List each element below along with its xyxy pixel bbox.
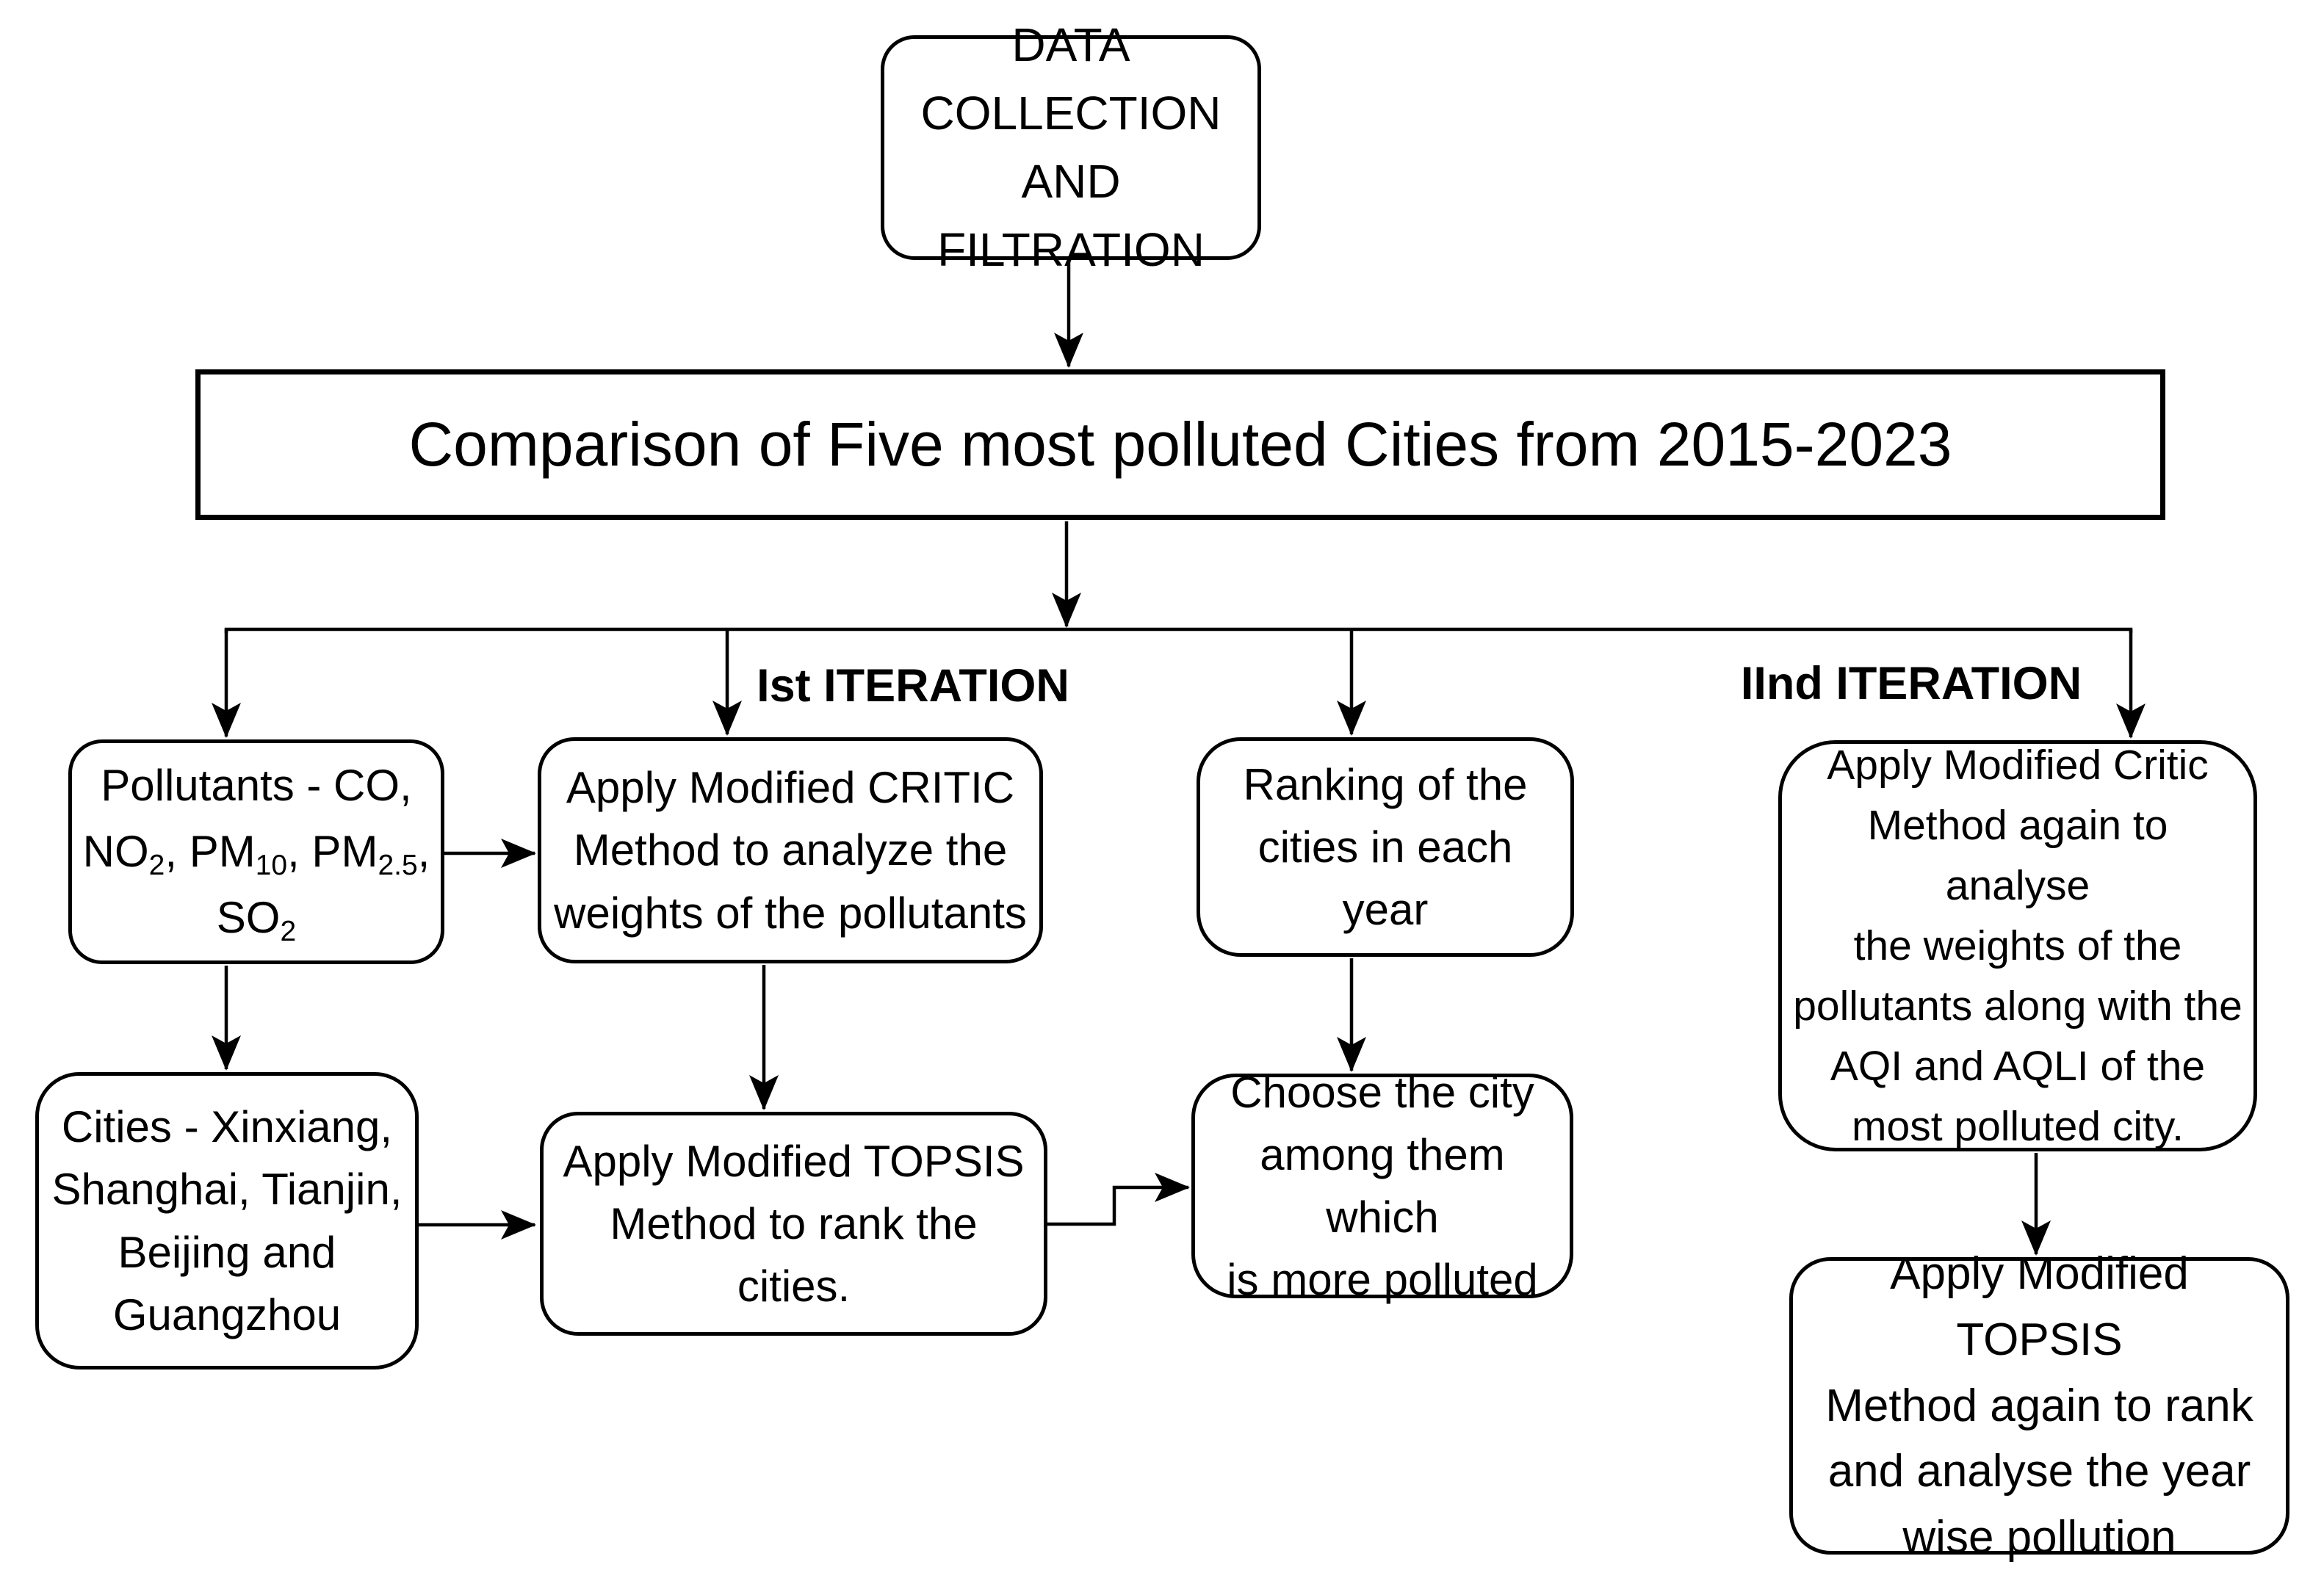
node-critic-method-second: Apply Modified Critic Method again to an… <box>1778 740 2257 1151</box>
node-cities-list: Cities - Xinxiang, Shanghai, Tianjin, Be… <box>35 1072 419 1370</box>
iteration-2-label: IInd ITERATION <box>1740 658 2082 709</box>
node-choose-city: Choose the city among them which is more… <box>1191 1068 1573 1304</box>
node-topsis-method-first: Apply Modified TOPSIS Method to rank the… <box>540 1112 1047 1336</box>
comparison-banner: Comparison of Five most polluted Cities … <box>195 369 2165 520</box>
iteration-1-label: Ist ITERATION <box>757 660 1069 712</box>
arrow-topsis1-to-choosecity <box>1047 1173 1190 1226</box>
node-pollutants: Pollutants - CO,NO2, PM10, PM2.5,SO2 <box>68 739 444 964</box>
node-ranking-cities: Ranking of the cities in each year <box>1197 737 1574 957</box>
node-data-collection: DATA COLLECTION AND FILTRATION <box>881 18 1261 276</box>
node-critic-method-first: Apply Modified CRITIC Method to analyze … <box>538 737 1043 963</box>
branch-line <box>224 627 2133 633</box>
node-topsis-method-second: Apply Modified TOPSIS Method again to ra… <box>1789 1248 2289 1563</box>
